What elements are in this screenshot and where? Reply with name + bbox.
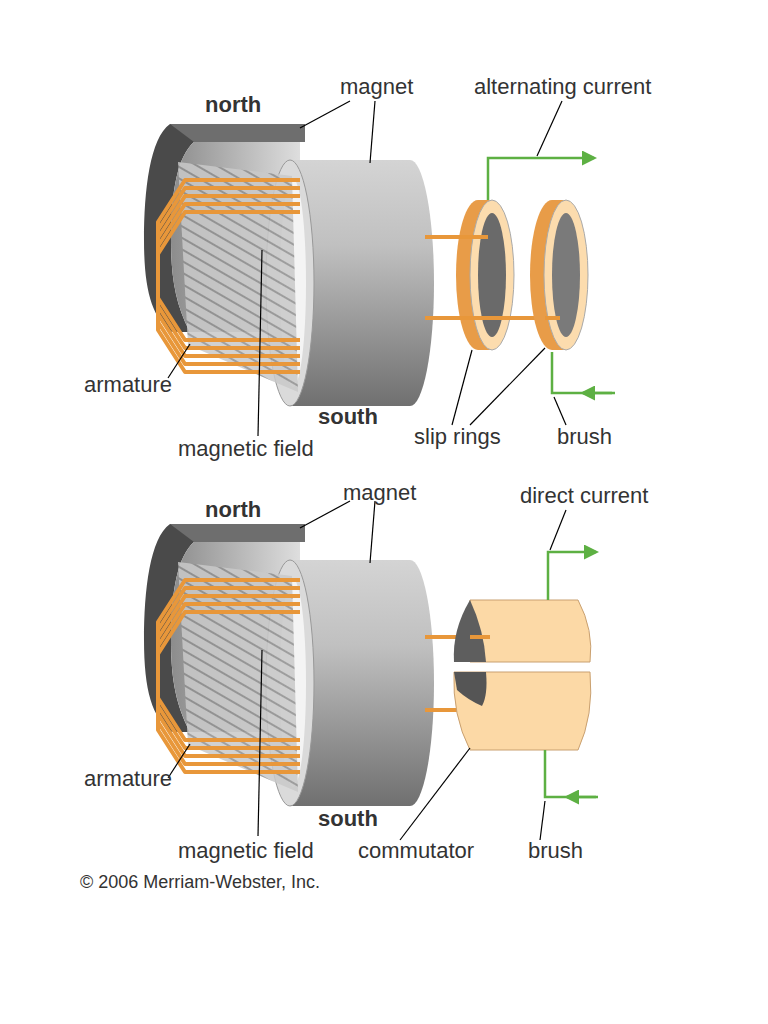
slip-rings (425, 200, 588, 350)
commutator-segment (454, 600, 486, 662)
part-label: direct current (520, 483, 648, 509)
leader-lines (452, 101, 566, 425)
part-label: alternating current (474, 74, 651, 100)
commutator-segment (454, 672, 487, 706)
part-label: magnet (343, 480, 416, 506)
current-arrows (545, 552, 598, 797)
commutator (425, 600, 591, 750)
part-label: brush (528, 838, 583, 864)
leader-line (370, 101, 375, 163)
part-label: commutator (358, 838, 474, 864)
current-arrow (552, 352, 615, 393)
leader-line (554, 397, 566, 425)
armature-coil (158, 212, 300, 372)
armature-coil (158, 180, 300, 372)
part-label: south (318, 806, 378, 832)
part-label: © 2006 Merriam-Webster, Inc. (80, 872, 320, 894)
wire (545, 316, 560, 320)
part-label: magnetic field (178, 436, 314, 462)
part-label: slip rings (414, 424, 501, 450)
part-label: north (205, 92, 261, 118)
current-arrow (545, 750, 598, 797)
commutator-segment (454, 672, 591, 750)
leader-line (258, 250, 262, 436)
part-label: magnetic field (178, 838, 314, 864)
leader-line (470, 348, 545, 425)
current-arrow (567, 796, 596, 799)
leader-line (550, 510, 566, 550)
part-label: magnet (340, 74, 413, 100)
north-magnet-top (170, 124, 305, 142)
leader-line (400, 748, 470, 840)
current-arrow (583, 392, 612, 395)
wire (425, 235, 488, 239)
leader-line (452, 350, 472, 425)
current-arrow (548, 552, 596, 600)
leader-line (537, 101, 562, 156)
current-arrows (488, 158, 615, 393)
part-label: armature (84, 766, 172, 792)
part-label: north (205, 497, 261, 523)
generator-core (144, 501, 434, 836)
leader-line (300, 101, 350, 128)
current-arrow (488, 158, 594, 200)
slip-ring (544, 200, 588, 350)
part-label: brush (557, 424, 612, 450)
commutator-segment (470, 600, 591, 662)
leader-lines (168, 101, 375, 436)
armature-coil (158, 204, 300, 364)
part-label: south (318, 404, 378, 430)
leader-line (540, 801, 545, 840)
leader-lines (400, 510, 566, 840)
slip-ring (470, 200, 514, 350)
part-label: armature (84, 372, 172, 398)
wire (470, 635, 490, 639)
generator-core (144, 101, 434, 436)
